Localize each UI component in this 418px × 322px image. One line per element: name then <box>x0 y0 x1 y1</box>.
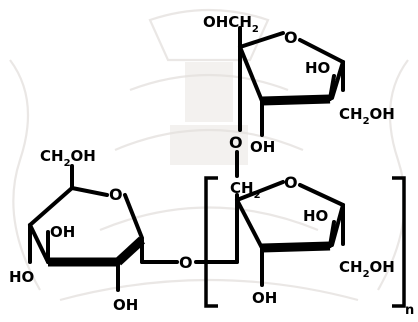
label-repeat-n: n <box>405 303 414 318</box>
label-mid-oh: OH <box>252 289 277 307</box>
label-glc-oh: OH <box>50 223 75 241</box>
repeat-bracket-right <box>392 176 406 308</box>
label-mid-ring-oxygen: O <box>284 173 298 192</box>
label-top-ohch2: OHCH2 <box>203 13 259 35</box>
label-glc-ho: HO <box>9 268 34 286</box>
label-mid-ch2: CH2 <box>230 179 261 201</box>
label-top-ch2oh: CH2OH <box>339 105 395 127</box>
label-top-ring-oxygen: O <box>284 28 298 47</box>
repeat-fructofuranose-ring <box>220 180 345 287</box>
label-link-oxygen-lower: O <box>179 253 193 272</box>
label-glc-oh-bottom: OH <box>113 296 138 314</box>
label-glc-ch2oh: CH2OH <box>40 147 96 169</box>
label-mid-ch2oh: CH2OH <box>339 258 395 280</box>
glucopyranose-ring <box>28 164 179 292</box>
label-top-oh: OH <box>250 138 275 156</box>
label-glc-ring-oxygen: O <box>109 185 123 204</box>
label-mid-ho: HO <box>303 207 328 225</box>
label-top-ho: HO <box>305 59 330 77</box>
repeat-bracket-left <box>204 176 218 308</box>
top-fructofuranose-ring <box>238 26 345 137</box>
label-link-oxygen-upper: O <box>229 133 243 152</box>
